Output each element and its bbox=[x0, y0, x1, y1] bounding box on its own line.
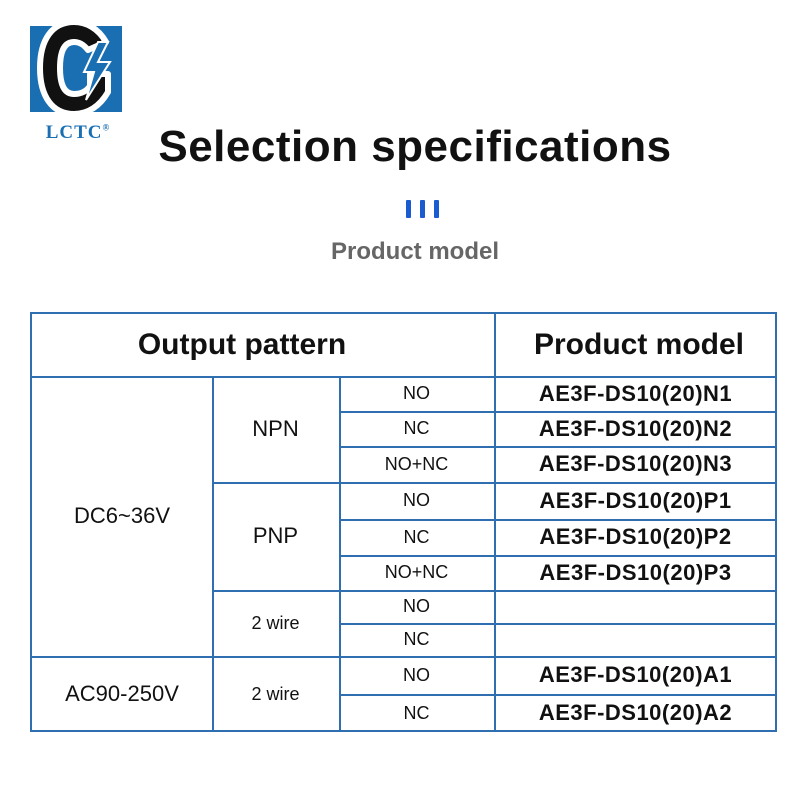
lctc-logo-icon bbox=[30, 19, 122, 117]
signal-cell: NC bbox=[403, 629, 430, 649]
model-cell bbox=[494, 590, 777, 623]
brand-logo: LCTC® bbox=[28, 12, 128, 143]
model-cell: AE3F-DS10(20)A2 bbox=[538, 700, 733, 725]
signal-cell: NO+NC bbox=[384, 562, 449, 582]
signal-cell: NO bbox=[403, 596, 430, 616]
model-cell: AE3F-DS10(20)P1 bbox=[539, 487, 732, 513]
voltage-dc: DC6~36V bbox=[73, 503, 170, 528]
logo-wordmark: LCTC® bbox=[45, 122, 111, 143]
header-output-pattern: Output pattern bbox=[137, 328, 347, 361]
signal-cell: NO bbox=[403, 383, 430, 403]
signal-cell: NO bbox=[403, 664, 430, 685]
signal-cell: NC bbox=[403, 702, 430, 723]
header-product-model: Product model bbox=[533, 328, 744, 361]
signal-cell: NO bbox=[403, 490, 430, 510]
page-subtitle: Product model bbox=[330, 238, 499, 265]
signal-cell: NC bbox=[403, 418, 430, 438]
signal-cell: NC bbox=[403, 526, 430, 547]
selection-table: Output pattern Product model DC6~36V AC9… bbox=[30, 312, 777, 732]
voltage-ac: AC90-250V bbox=[65, 681, 179, 706]
model-cell: AE3F-DS10(20)N1 bbox=[538, 380, 733, 406]
type-2wire-dc: 2 wire bbox=[251, 612, 300, 633]
model-cell: AE3F-DS10(20)N3 bbox=[538, 451, 733, 476]
type-pnp: PNP bbox=[252, 523, 299, 548]
model-cell: AE3F-DS10(20)N2 bbox=[538, 415, 733, 441]
page-title: Selection specifications bbox=[158, 122, 672, 171]
type-npn: NPN bbox=[252, 416, 299, 441]
model-cell bbox=[494, 623, 777, 656]
signal-cell: NO+NC bbox=[384, 453, 449, 474]
model-cell: AE3F-DS10(20)P3 bbox=[539, 559, 732, 585]
divider-bars-icon bbox=[406, 200, 440, 218]
model-cell: AE3F-DS10(20)P2 bbox=[539, 524, 732, 549]
model-cell: AE3F-DS10(20)A1 bbox=[538, 662, 733, 687]
type-2wire-ac: 2 wire bbox=[251, 683, 300, 704]
